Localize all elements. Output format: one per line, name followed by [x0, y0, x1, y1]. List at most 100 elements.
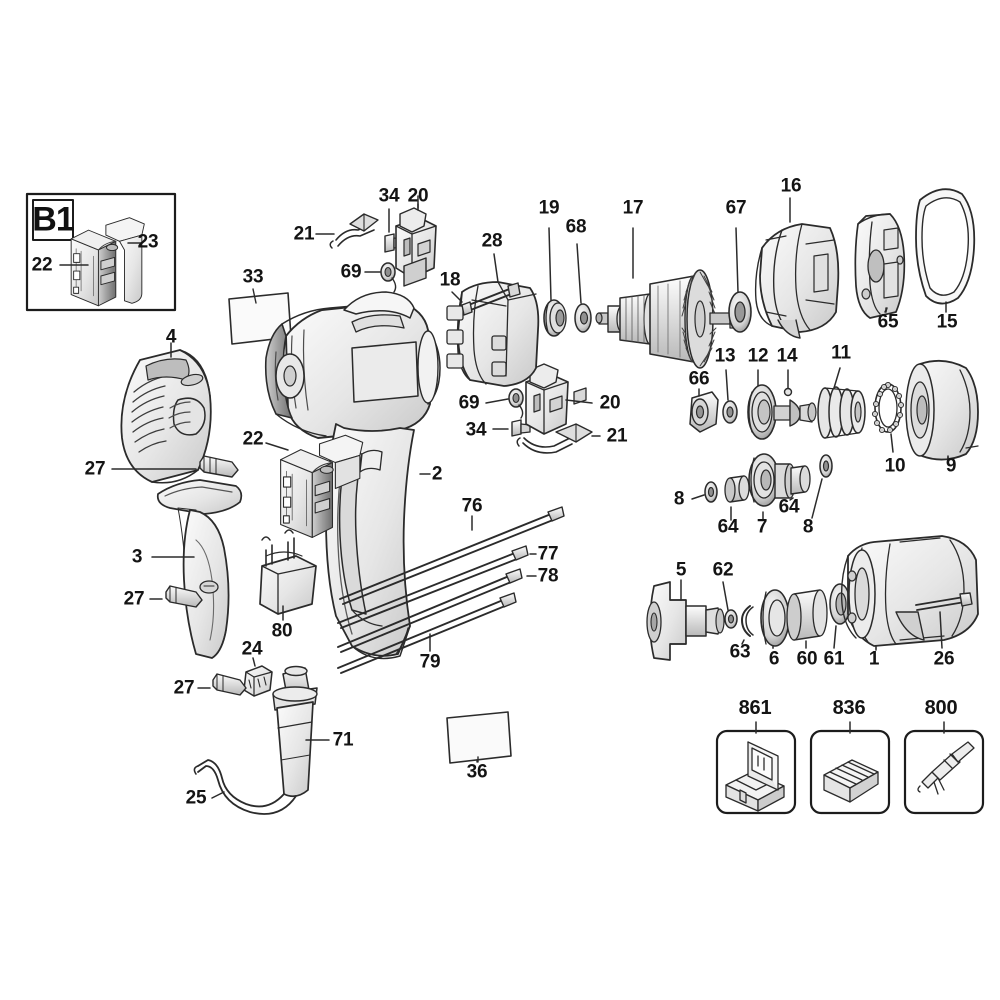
callout-79: 79: [419, 651, 441, 673]
callout-9: 9: [945, 455, 957, 477]
callout-28: 28: [481, 230, 503, 252]
callout-80: 80: [271, 620, 293, 642]
callout-20-upper: 20: [407, 185, 429, 207]
accessory-box-836: [809, 721, 891, 815]
part-64-bearing-a: [724, 475, 750, 521]
part-62-washer: [722, 581, 738, 629]
part-21-lead-wire-a: [315, 213, 379, 249]
callout-71: 71: [332, 729, 354, 751]
callout-36: 36: [466, 761, 488, 783]
part-27-screw-c: [197, 673, 247, 696]
callout-10: 10: [884, 455, 906, 477]
callout-3: 3: [131, 546, 143, 568]
callout-21-upper: 21: [293, 223, 315, 245]
callout-7: 7: [756, 516, 768, 538]
callout-13: 13: [714, 345, 736, 367]
brush-set-upper: [315, 195, 437, 293]
part-60-sleeve: [786, 589, 828, 649]
callout-2: 2: [431, 463, 443, 485]
part-4-end-cap: [120, 342, 212, 484]
callout-16: 16: [780, 175, 802, 197]
callout-836: 836: [832, 697, 866, 719]
accessory-box-861: [715, 721, 797, 815]
part-14-pin: [783, 369, 793, 397]
callout-800: 800: [924, 697, 958, 719]
callout-1: 1: [868, 648, 880, 670]
long-screws-group: [337, 506, 565, 674]
callout-17: 17: [622, 197, 644, 219]
part-8-washer-a: [691, 481, 718, 503]
callout-68: 68: [565, 216, 587, 238]
part-6-seal-ring: [760, 589, 790, 649]
part-76-screw: [339, 506, 565, 605]
brush-set-lower: [485, 363, 601, 454]
callout-27-a: 27: [84, 458, 106, 480]
part-24-cord-clamp: [243, 657, 273, 697]
part-11-spring-washers: [817, 367, 866, 439]
callout-60: 60: [796, 648, 818, 670]
accessory-box-800: [903, 721, 985, 815]
part-8-washer-b: [811, 454, 833, 519]
callout-19: 19: [538, 197, 560, 219]
callout-67: 67: [725, 197, 747, 219]
callout-26: 26: [933, 648, 955, 670]
callout-18: 18: [439, 269, 461, 291]
part-21-lead-wire-b: [516, 423, 601, 454]
part-80-terminal-block: [259, 529, 317, 621]
callout-15: 15: [936, 311, 958, 333]
part-78-screw: [337, 568, 537, 653]
callout-69-upper: 69: [340, 261, 362, 283]
callout-861: 861: [738, 697, 772, 719]
callout-14: 14: [776, 345, 798, 367]
part-1-gear-case: [840, 535, 979, 651]
callout-66: 66: [688, 368, 710, 390]
callout-24: 24: [241, 638, 263, 660]
inset-box-b1: [25, 192, 177, 312]
callout-22-main: 22: [242, 428, 264, 450]
callout-62: 62: [712, 559, 734, 581]
part-63-clip: [741, 605, 754, 645]
callout-34-lower: 34: [465, 419, 487, 441]
callout-61: 61: [823, 648, 845, 670]
part-10-bearing-cage: [871, 381, 905, 453]
part-27-screw-b: [149, 585, 203, 608]
callout-63: 63: [729, 641, 751, 663]
part-20-brush-holder-a: [395, 195, 437, 287]
part-34-screw-b: [492, 419, 531, 437]
callout-5: 5: [675, 559, 687, 581]
callout-78: 78: [537, 565, 559, 587]
part-36-nameplate: [446, 711, 512, 764]
callout-27-c: 27: [173, 677, 195, 699]
part-66-sleeve: [689, 388, 719, 433]
part-65-baffle: [854, 213, 906, 319]
part-19-bearing: [543, 227, 567, 337]
callout-8-b: 8: [802, 516, 814, 538]
callout-6: 6: [768, 648, 780, 670]
part-22-switch-assembly: [265, 434, 364, 538]
callout-65: 65: [877, 311, 899, 333]
part-27-screw-a: [111, 455, 239, 478]
callout-34-upper: 34: [378, 185, 400, 207]
callout-22-inset: 22: [31, 254, 53, 276]
callout-4: 4: [165, 326, 177, 348]
part-25-power-cord: [193, 759, 297, 815]
callout-21-lower: 21: [606, 425, 628, 447]
part-12-gear-bearing: [747, 369, 817, 440]
part-20-brush-holder-b: [525, 363, 593, 435]
callout-27-b: 27: [123, 588, 145, 610]
part-67-bearing: [728, 227, 752, 333]
part-71-cord-protector: [272, 665, 330, 798]
callout-77: 77: [537, 543, 559, 565]
part-77-screw: [337, 545, 537, 629]
callout-12: 12: [747, 345, 769, 367]
callout-64-a: 64: [717, 516, 739, 538]
part-26-screw: [915, 592, 973, 649]
part-3-handle-cover: [151, 479, 243, 659]
callout-33: 33: [242, 266, 264, 288]
callout-20-lower: 20: [599, 392, 621, 414]
part-18-field-stator: [446, 281, 540, 387]
part-69-brush-spring-a: [364, 262, 397, 293]
callout-76: 76: [461, 495, 483, 517]
